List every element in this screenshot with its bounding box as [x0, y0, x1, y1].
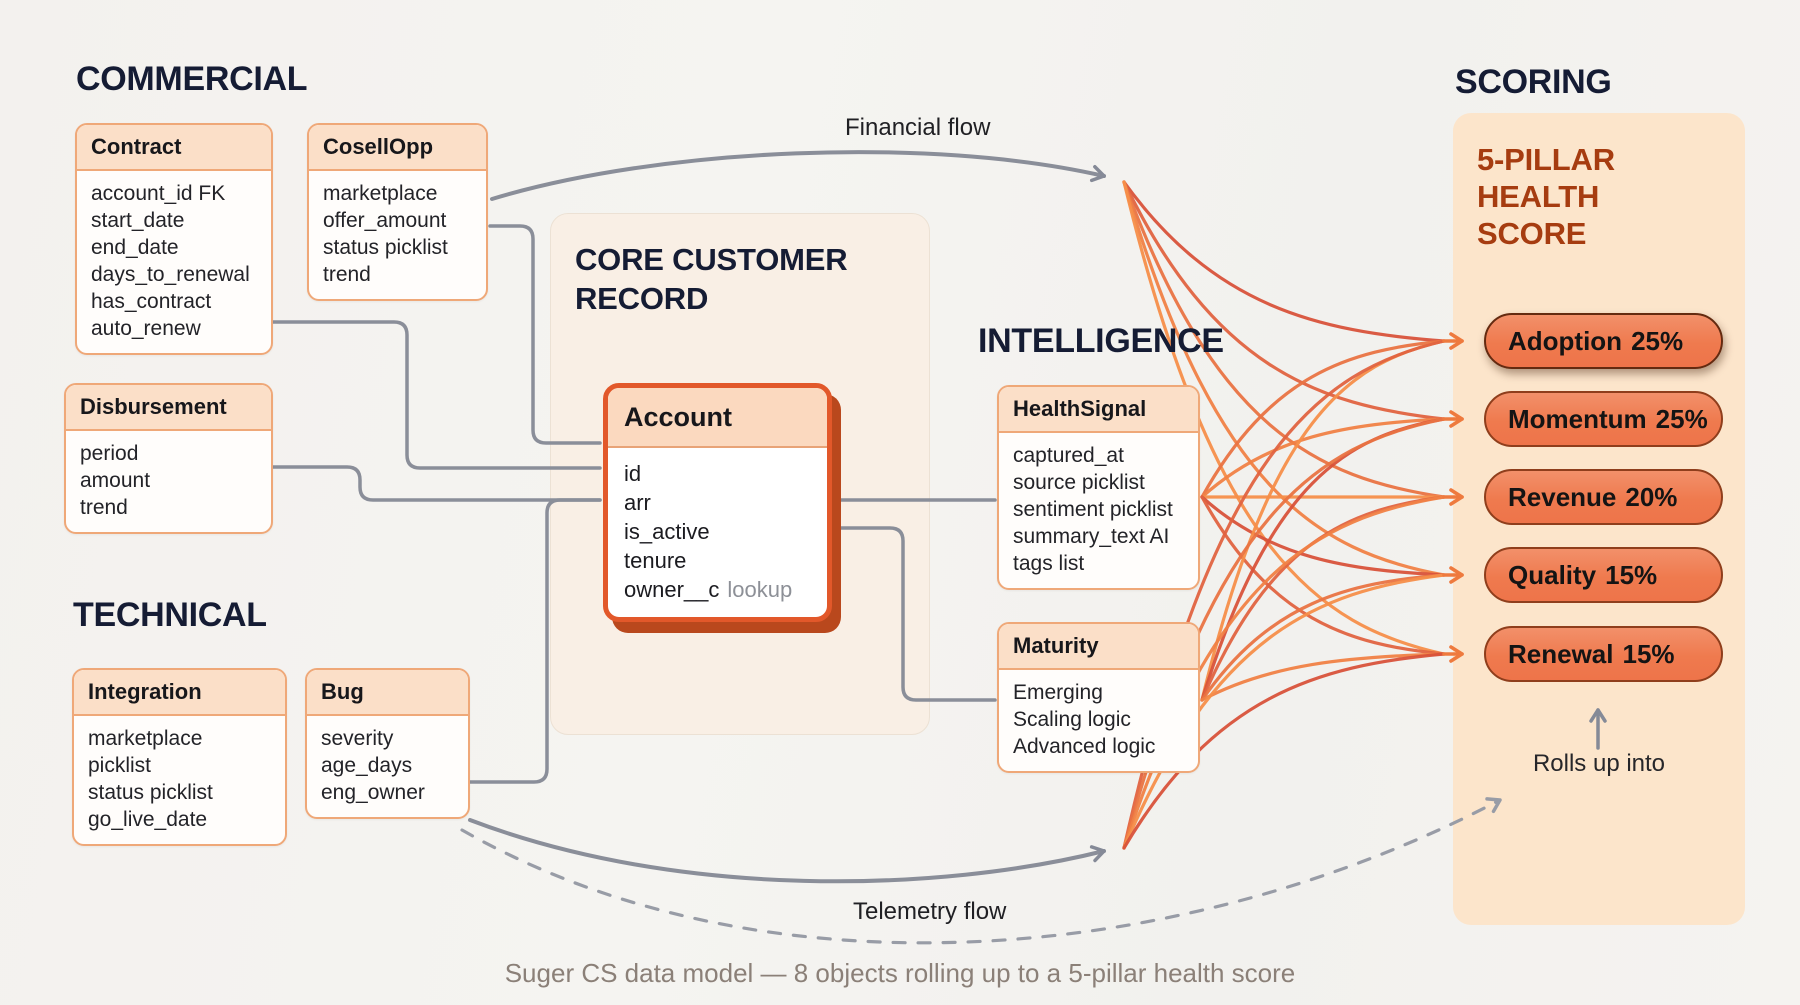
entity-healthsignal: HealthSignal captured_at source picklist… — [997, 385, 1200, 590]
financial-flow-label: Financial flow — [845, 114, 991, 141]
telemetry-flow-arrow — [468, 818, 1106, 884]
entity-connectors — [271, 224, 997, 784]
entity-title: Integration — [74, 670, 285, 716]
entity-account: Account id arr is_active tenure owner__c… — [603, 383, 832, 622]
entity-fields: severity age_days eng_owner — [321, 727, 425, 804]
entity-title: HealthSignal — [999, 387, 1198, 433]
financial-flow-arrow — [490, 150, 1106, 201]
entity-title: Contract — [77, 125, 271, 171]
connector-contract-account — [271, 320, 602, 470]
diagram-caption: Suger CS data model — 8 objects rolling … — [504, 958, 1296, 988]
core-panel-title: CORE CUSTOMER RECORD — [575, 242, 848, 316]
entity-fields: Emerging Scaling logic Advanced logic — [1013, 681, 1156, 758]
section-heading-commercial: COMMERCIAL — [76, 60, 308, 98]
section-heading-scoring: SCORING — [1455, 63, 1612, 101]
rolls-up-label: Rolls up into — [1532, 750, 1666, 777]
entity-fields: marketplace picklist status picklist go_… — [88, 727, 213, 831]
section-heading-technical: TECHNICAL — [73, 596, 267, 634]
entity-maturity: Maturity Emerging Scaling logic Advanced… — [997, 622, 1200, 773]
scoring-panel-title: 5-PILLAR HEALTH SCORE — [1477, 142, 1615, 251]
entity-title: CosellOpp — [309, 125, 486, 171]
entity-fields: marketplace offer_amount status picklist… — [323, 182, 448, 286]
entity-contract: Contract account_id FK start_date end_da… — [75, 123, 273, 355]
connector-cosellopp-account — [488, 224, 602, 445]
entity-title: Bug — [307, 670, 468, 716]
entity-cosellopp: CosellOpp marketplace offer_amount statu… — [307, 123, 488, 301]
entity-fields: period amount trend — [80, 442, 151, 519]
connector-account-maturity — [833, 526, 997, 702]
entity-title: Maturity — [999, 624, 1198, 670]
connector-disbursement-account — [271, 465, 602, 502]
telemetry-dashed-arrow — [460, 797, 1502, 945]
entity-bug: Bug severity age_days eng_owner — [305, 668, 470, 819]
entity-disbursement: Disbursement period amount trend — [64, 383, 273, 534]
entity-fields: captured_at source picklist sentiment pi… — [1013, 444, 1173, 575]
entity-integration: Integration marketplace picklist status … — [72, 668, 287, 846]
lookup-tag: lookup — [727, 577, 793, 602]
scoring-fan-curves — [1122, 180, 1464, 850]
connector-bug-account — [468, 498, 602, 784]
entity-title: Disbursement — [66, 385, 271, 431]
telemetry-flow-label: Telemetry flow — [853, 898, 1007, 925]
entity-title: Account — [608, 388, 827, 448]
entity-fields: account_id FK start_date end_date days_t… — [91, 182, 250, 340]
section-heading-intelligence: INTELLIGENCE — [978, 322, 1224, 360]
